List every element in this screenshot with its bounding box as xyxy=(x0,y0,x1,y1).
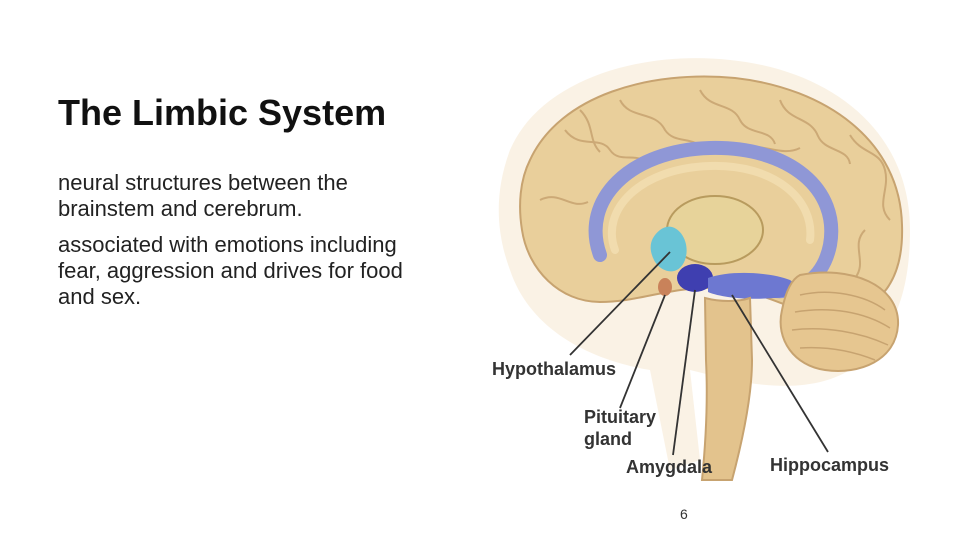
corpus-callosum xyxy=(607,161,815,254)
pituitary-region xyxy=(658,278,672,296)
brain-illustration xyxy=(470,40,930,490)
cerebellum-folds xyxy=(791,291,891,361)
label-hippocampus: Hippocampus xyxy=(770,455,890,475)
paragraph-2: associated with emotions including fear,… xyxy=(58,232,403,309)
brainstem xyxy=(700,296,754,481)
label-amygdala: Amygdala xyxy=(626,457,713,477)
cerebellum xyxy=(779,271,900,372)
slide-body: neural structures between the brainstem … xyxy=(58,170,418,320)
brain-drawing xyxy=(498,58,910,481)
brain-folds xyxy=(539,89,891,279)
label-hypothalamus: Hypothalamus xyxy=(492,359,617,379)
label-pituitary-gland: Pituitary gland xyxy=(584,407,657,449)
hippocampus-region xyxy=(708,272,795,299)
paragraph-1: neural structures between the brainstem … xyxy=(58,170,348,221)
hypothalamus-region xyxy=(650,226,687,272)
slide-title: The Limbic System xyxy=(58,92,387,133)
leader-lines xyxy=(569,251,829,456)
page-number: 6 xyxy=(680,506,688,522)
amygdala-region xyxy=(677,264,713,292)
